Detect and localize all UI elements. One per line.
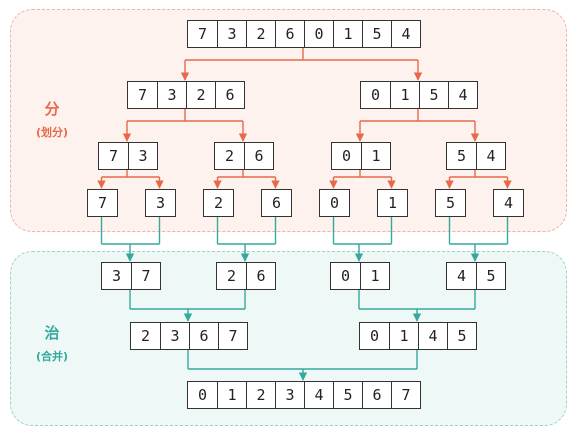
array-cell: 3 [217,21,246,47]
array-cell: 4 [448,82,477,108]
array-cell: 0 [329,194,340,212]
array-cell: 2 [226,267,237,285]
divide-array: 0 [319,189,350,217]
array-cell: 0 [369,327,380,345]
array-cell: 1 [390,82,419,108]
array-cell: 1 [361,143,390,169]
array-cell: 2 [224,147,235,165]
array-cell: 2 [246,21,275,47]
array-cell: 0 [370,86,381,104]
array-cell: 2 [213,194,224,212]
divide-array: 5 [435,189,466,217]
array-cell: 3 [160,323,189,349]
merge-label: 治 [44,324,60,342]
divide-array: 2 [203,189,234,217]
array-cell: 6 [189,323,218,349]
divide-array: 3 [145,189,176,217]
array-cell: 4 [418,323,447,349]
array-cell: 4 [456,267,467,285]
array-cell: 4 [476,143,505,169]
array-cell: 6 [215,82,244,108]
array-cell: 6 [275,21,304,47]
array-cell: 7 [131,263,160,289]
array-cell: 0 [197,386,208,404]
array-cell: 2 [246,382,275,408]
array-cell: 2 [186,82,215,108]
divide-label: 分 [44,100,60,118]
array-cell: 7 [137,86,148,104]
array-cell: 5 [419,82,448,108]
array-cell: 7 [197,25,208,43]
array-cell: 3 [128,143,157,169]
array-cell: 5 [456,147,467,165]
array-cell: 1 [389,323,418,349]
divide-array: 1 [377,189,408,217]
array-cell: 1 [217,382,246,408]
array-cell: 5 [447,323,476,349]
divide-array: 4 [493,189,524,217]
array-cell: 6 [271,194,282,212]
array-cell: 4 [304,382,333,408]
array-cell: 6 [244,143,273,169]
divide-array: 7 [87,189,118,217]
array-cell: 3 [157,82,186,108]
array-cell: 1 [387,194,398,212]
merge-sublabel: (合并) [35,350,69,363]
divide-array: 6 [261,189,292,217]
array-cell: 3 [275,382,304,408]
array-cell: 0 [304,21,333,47]
array-cell: 4 [503,194,514,212]
array-cell: 0 [341,147,352,165]
array-cell: 5 [362,21,391,47]
array-cell: 7 [218,323,247,349]
array-cell: 3 [111,267,122,285]
array-cell: 1 [333,21,362,47]
array-cell: 1 [360,263,389,289]
array-cell: 6 [362,382,391,408]
array-cell: 7 [391,382,420,408]
array-cell: 4 [391,21,420,47]
array-cell: 5 [333,382,362,408]
array-cell: 0 [340,267,351,285]
array-cell: 2 [140,327,151,345]
divide-sublabel: (划分) [35,126,69,139]
array-cell: 3 [155,194,166,212]
array-cell: 6 [246,263,275,289]
array-cell: 7 [108,147,119,165]
array-cell: 7 [97,194,108,212]
array-cell: 5 [476,263,505,289]
array-cell: 5 [445,194,456,212]
